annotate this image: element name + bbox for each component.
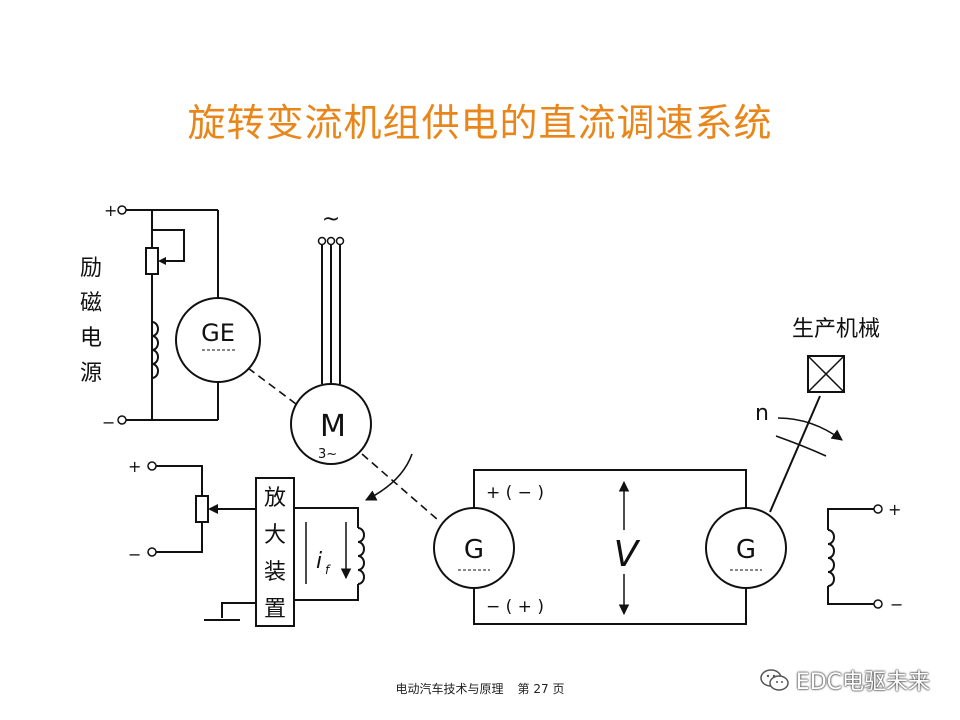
diagram-background	[80, 190, 910, 660]
gen-left-label: G	[464, 535, 484, 565]
polarity-bottom: − ( + )	[486, 597, 544, 617]
exc-minus-label: −	[102, 413, 115, 432]
production-machine: 生产机械	[792, 317, 880, 393]
ref-plus-label: +	[128, 457, 141, 476]
exc-plus-label: +	[104, 201, 117, 220]
right-minus-label: −	[890, 595, 903, 614]
page-title: 旋转变流机组供电的直流调速系统	[187, 101, 773, 145]
field-current-sub: f	[325, 563, 331, 577]
field-current-label: i	[316, 549, 322, 574]
amp-char-3: 装	[264, 560, 286, 585]
exc-char-1: 励	[80, 256, 102, 281]
watermark-text: EDC电驱未来	[795, 670, 930, 695]
amp-char-2: 大	[264, 523, 286, 548]
wechat-icon	[760, 669, 789, 691]
amplifier: 放 大 装 置 i f	[204, 477, 365, 627]
ge-label: GE	[201, 319, 235, 347]
amp-char-1: 放	[264, 486, 286, 511]
right-field-circuit: + −	[827, 500, 903, 614]
exc-char-3: 电	[80, 326, 102, 351]
ac-symbol: ~	[322, 207, 340, 232]
armature-circuit: + ( − ) − ( + ) V	[473, 469, 747, 625]
speed-indicator: n	[755, 401, 843, 457]
generator-left: G	[433, 507, 515, 589]
ref-minus-label: −	[128, 545, 141, 564]
induction-motor: M 3~	[290, 383, 372, 465]
exc-char-2: 磁	[80, 291, 102, 316]
ac-supply: ~	[317, 207, 345, 384]
footer-page: 第 27 页	[517, 682, 565, 696]
excitation-source: + − 励 磁 电 源	[80, 201, 219, 432]
right-plus-label: +	[888, 500, 901, 519]
production-machine-label: 生产机械	[792, 317, 880, 342]
speed-label: n	[755, 401, 769, 426]
exc-field-coil	[151, 321, 159, 379]
exc-char-4: 源	[80, 361, 102, 386]
amp-char-4: 置	[264, 597, 286, 622]
watermark: EDC电驱未来	[760, 664, 930, 696]
generator-right: G	[705, 507, 787, 589]
motor-sub-label: 3~	[318, 447, 337, 462]
exc-rheostat	[145, 247, 159, 275]
gen-field-coil	[357, 527, 365, 585]
polarity-top: + ( − )	[486, 483, 544, 503]
motor-label: M	[320, 409, 346, 444]
reference-potentiometer: + −	[128, 457, 256, 564]
gen-right-label: G	[736, 535, 756, 565]
generator-exciter: GE	[175, 297, 261, 383]
footer-book: 电动汽车技术与原理	[395, 682, 504, 696]
voltage-label: V	[614, 534, 641, 575]
footer: 电动汽车技术与原理第 27 页	[0, 680, 960, 697]
